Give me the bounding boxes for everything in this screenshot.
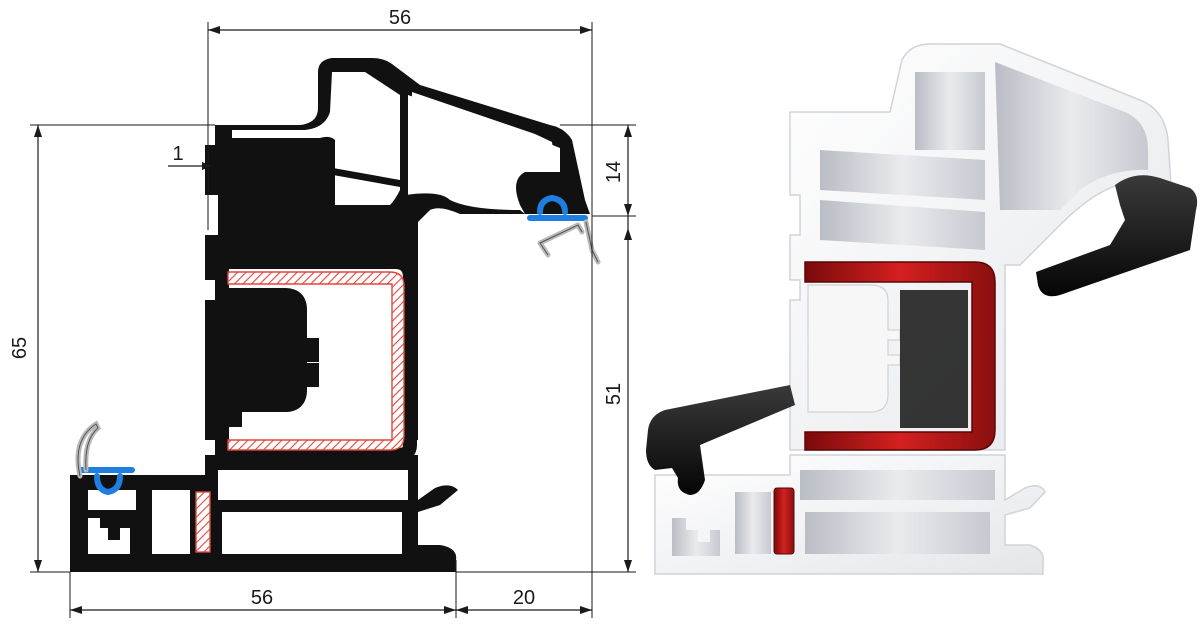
red-steel-reinforcement	[804, 261, 996, 451]
dim-lower-height: 51	[603, 383, 625, 405]
sash-web-1	[232, 150, 400, 187]
sash-chamber-top	[232, 72, 400, 205]
rubber-seal-top	[1036, 175, 1198, 297]
blue-gasket-bottom	[77, 467, 135, 496]
dimension-lines: 56 1 65 14 51	[9, 7, 636, 618]
pvc-frame-cavity-3	[805, 512, 990, 554]
gaskets	[75, 194, 601, 496]
grey-seal-bottom-outline	[77, 423, 99, 477]
sash-web-vertical	[402, 92, 408, 202]
reinforcement-chamber	[215, 255, 417, 462]
frame-chamber-a	[88, 490, 136, 510]
grey-seal-top	[537, 219, 601, 265]
pvc-inner-dark	[900, 290, 968, 428]
technical-drawing: 56 1 65 14 51	[9, 7, 636, 618]
pvc-frame-cavity-4	[672, 518, 720, 556]
frame-chamber-c	[152, 490, 190, 554]
profile-cross-section	[70, 58, 590, 572]
frame-reinforcement	[195, 491, 211, 553]
dim-top-width: 56	[389, 7, 411, 29]
dim-upper-height: 14	[603, 161, 625, 183]
red-frame-reinforcement	[773, 487, 795, 555]
pvc-cavity-2	[995, 62, 1148, 210]
frame-chamber-e	[222, 512, 402, 554]
pvc-cavity-3	[820, 150, 985, 200]
sash-web-2	[232, 195, 395, 224]
pvc-inner-channel	[807, 284, 901, 413]
dim-bottom-width: 56	[251, 587, 273, 609]
sash-chamber-right	[412, 92, 555, 196]
frame-chamber-d	[218, 470, 408, 500]
steel-reinforcement	[227, 271, 405, 451]
profile-3d-render	[646, 43, 1198, 575]
pvc-cavity-1	[915, 72, 985, 150]
rubber-seal-bottom	[646, 385, 795, 495]
pvc-frame-cavity-2	[800, 470, 995, 500]
pvc-frame-cavity-1	[735, 492, 771, 554]
dim-small-gap: 1	[172, 143, 183, 165]
dim-total-height: 65	[9, 337, 31, 359]
dim-bottom-overhang: 20	[513, 587, 535, 609]
pvc-cavity-4	[820, 200, 985, 250]
frame-chamber-b	[88, 518, 130, 554]
blue-gasket-top	[527, 194, 588, 221]
